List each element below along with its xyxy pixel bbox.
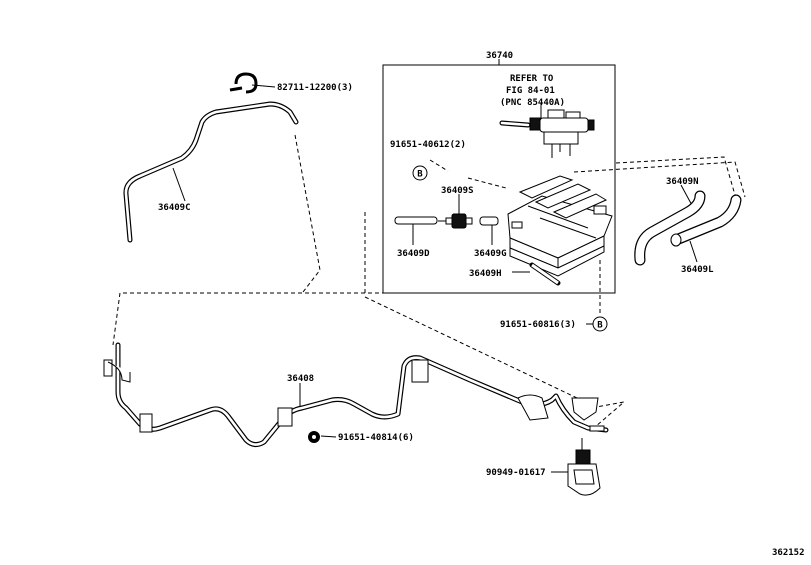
label-36409g: 36409G	[474, 249, 507, 259]
label-91651-40814: 91651-40814(6)	[338, 433, 414, 443]
label-36409s: 36409S	[441, 186, 474, 196]
refer-line-2: FIG 84-01	[506, 86, 555, 96]
callout-b-upper-text: B	[417, 170, 423, 180]
refer-line-1: REFER TO	[510, 74, 554, 84]
vacuum-switching-valve	[499, 109, 595, 158]
label-36409h: 36409H	[469, 269, 502, 279]
charcoal-canister	[507, 175, 613, 277]
label-36740: 36740	[486, 51, 513, 61]
hose-36409l	[670, 194, 742, 247]
callout-b-upper: B	[412, 165, 428, 181]
leader-lines	[172, 84, 698, 473]
figure-code: 362152	[772, 548, 805, 558]
clip-90949	[567, 438, 601, 496]
fuel-line-36408	[103, 342, 609, 448]
label-36409d: 36409D	[397, 249, 430, 259]
label-91651-40612: 91651-40612(2)	[390, 140, 466, 150]
hose-36409c	[123, 101, 299, 243]
label-82711-12200: 82711-12200(3)	[277, 83, 353, 93]
label-36409c: 36409C	[158, 203, 191, 213]
tube-36409g	[479, 216, 499, 226]
callout-b-lower-text: B	[597, 321, 603, 331]
label-36409n: 36409N	[666, 177, 699, 187]
tube-36409h	[529, 262, 561, 286]
label-36408: 36408	[287, 374, 314, 384]
hose-clip-82711	[229, 72, 258, 94]
label-90949-01617: 90949-01617	[486, 468, 546, 478]
connector-36409s	[438, 213, 473, 229]
label-91651-60816: 91651-60816(3)	[500, 320, 576, 330]
label-36409l: 36409L	[681, 265, 714, 275]
callout-b-lower: B	[592, 316, 608, 332]
refer-line-3: (PNC 85440A)	[500, 98, 565, 108]
dashed-leader-lines	[112, 134, 746, 428]
bolt-91651-40814	[308, 431, 320, 443]
tube-36409d	[394, 216, 438, 225]
hose-36409n	[634, 190, 706, 266]
